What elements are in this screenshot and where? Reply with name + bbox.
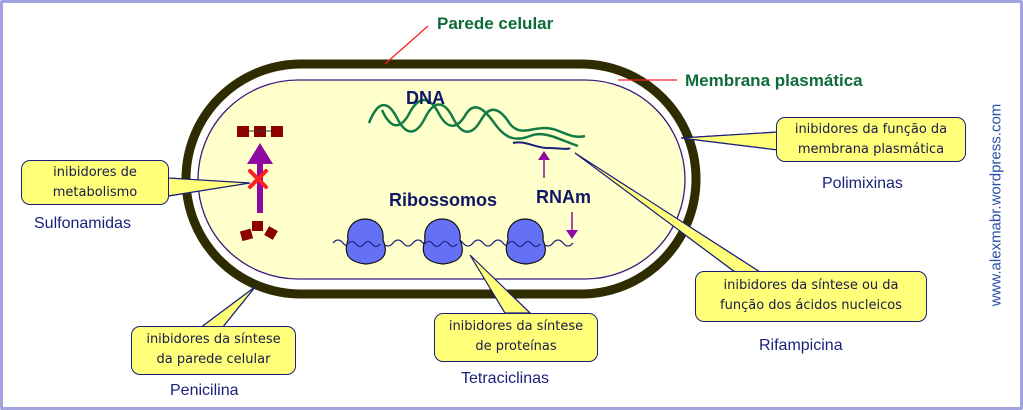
callout-membrane-inhibitors: inibidores da função da membrana plasmát…: [776, 117, 966, 162]
callout-cell-wall-inhibitors: inibidores da síntese da parede celular: [131, 326, 296, 375]
drug-tetracyclines: Tetraciclinas: [461, 370, 550, 387]
product-block: [271, 126, 283, 137]
drug-polymyxins: Polimixinas: [822, 175, 903, 192]
callout-text: inibidores de: [53, 165, 137, 180]
callout-text: membrana plasmática: [797, 142, 945, 157]
mrna-arrow-up-head: [538, 151, 550, 160]
callout-text: inibidores da síntese ou da: [723, 278, 899, 293]
callout-text: inibidores da síntese: [146, 332, 281, 347]
callout-text: função dos ácidos nucleicos: [720, 298, 902, 313]
label-plasma-membrane: Membrana plasmática: [685, 71, 863, 90]
drug-rifampicin: Rifampicina: [759, 337, 843, 354]
callout-metabolism-inhibitors: inibidores de metabolismo: [21, 160, 169, 205]
pathway-arrow-shaft: [257, 163, 263, 213]
ribosome: [345, 218, 386, 265]
substrate-block: [252, 221, 263, 231]
callout-nucleic-acid-inhibitors: inibidores da síntese ou da função dos á…: [695, 271, 927, 322]
callout-text: de proteínas: [475, 339, 557, 354]
label-ribosomes: Ribossomos: [389, 190, 498, 210]
pathway-arrow-head: [247, 143, 273, 164]
callout-protein-synthesis-inhibitors: inibidores da síntese de proteínas: [434, 313, 598, 362]
mrna-strand-through-ribosomes: [347, 240, 541, 248]
callout-text: inibidores da função da: [794, 122, 948, 137]
mrna-arrow-down-head: [566, 230, 578, 239]
inhibition-x-icon: [248, 169, 268, 189]
cell-wall-pointer: [384, 25, 429, 65]
substrate-block: [239, 228, 254, 242]
mrna-transcript: [512, 141, 571, 150]
label-dna: DNA: [406, 88, 445, 108]
callout-text: da parede celular: [156, 352, 271, 367]
label-cell-wall: Parede celular: [437, 14, 554, 33]
ribosome: [422, 218, 463, 265]
dna-strand-1: [367, 103, 586, 139]
callout-text: inibidores da síntese: [448, 319, 584, 334]
label-mrna: RNAm: [536, 187, 592, 207]
ribosome: [505, 218, 546, 265]
drug-sulfonamides: Sulfonamidas: [34, 215, 131, 232]
dna-strand-2: [380, 98, 579, 148]
drug-penicillin: Penicilina: [170, 382, 239, 399]
watermark-url: www.alexmabr.wordpress.com: [987, 103, 1005, 307]
product-block: [237, 126, 249, 137]
substrate-block: [264, 226, 278, 240]
callout-text: metabolismo: [52, 185, 138, 200]
callout-tail-wall-overlay: [198, 286, 256, 329]
